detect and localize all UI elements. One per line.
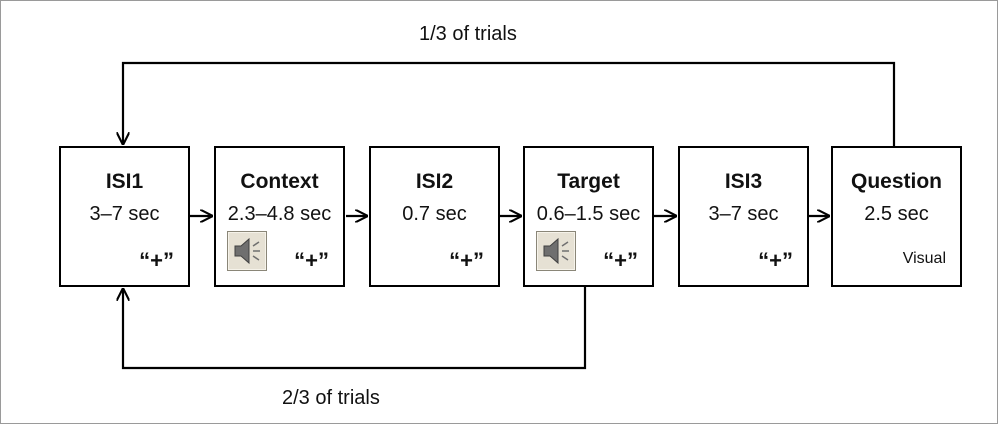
step-duration: 2.5 sec bbox=[864, 203, 929, 225]
speaker-icon bbox=[227, 231, 267, 271]
step-duration: 3–7 sec bbox=[89, 203, 160, 225]
step-box-isi1: ISI1 3–7 sec “+” bbox=[59, 146, 190, 287]
step-duration: 2.3–4.8 sec bbox=[227, 203, 332, 225]
fixation-cross: “+” bbox=[449, 248, 484, 273]
step-box-question: Question 2.5 sec Visual bbox=[831, 146, 962, 287]
step-box-target: Target 0.6–1.5 sec “+” bbox=[523, 146, 654, 287]
step-title: ISI3 bbox=[724, 170, 763, 193]
speaker-icon bbox=[536, 231, 576, 271]
fixation-cross: “+” bbox=[139, 248, 174, 273]
step-box-context: Context 2.3–4.8 sec “+” bbox=[214, 146, 345, 287]
step-title: ISI1 bbox=[105, 170, 144, 193]
bottom-loop-label: 2/3 of trials bbox=[282, 387, 380, 409]
step-box-isi3: ISI3 3–7 sec “+” bbox=[678, 146, 809, 287]
bottom-loop-arrow bbox=[123, 287, 587, 370]
fixation-cross: “+” bbox=[294, 248, 329, 273]
step-title: Question bbox=[850, 170, 942, 193]
fixation-cross: “+” bbox=[603, 248, 638, 273]
modality-label: Visual bbox=[902, 250, 946, 267]
step-duration: 0.7 sec bbox=[402, 203, 467, 225]
step-title: Target bbox=[557, 170, 620, 193]
step-duration: 3–7 sec bbox=[708, 203, 779, 225]
top-loop-label: 1/3 of trials bbox=[419, 23, 517, 45]
step-box-isi2: ISI2 0.7 sec “+” bbox=[369, 146, 500, 287]
top-loop-arrow bbox=[123, 61, 896, 146]
fixation-cross: “+” bbox=[758, 248, 793, 273]
step-title: Context bbox=[240, 170, 319, 193]
step-title: ISI2 bbox=[415, 170, 454, 193]
step-duration: 0.6–1.5 sec bbox=[536, 203, 641, 225]
